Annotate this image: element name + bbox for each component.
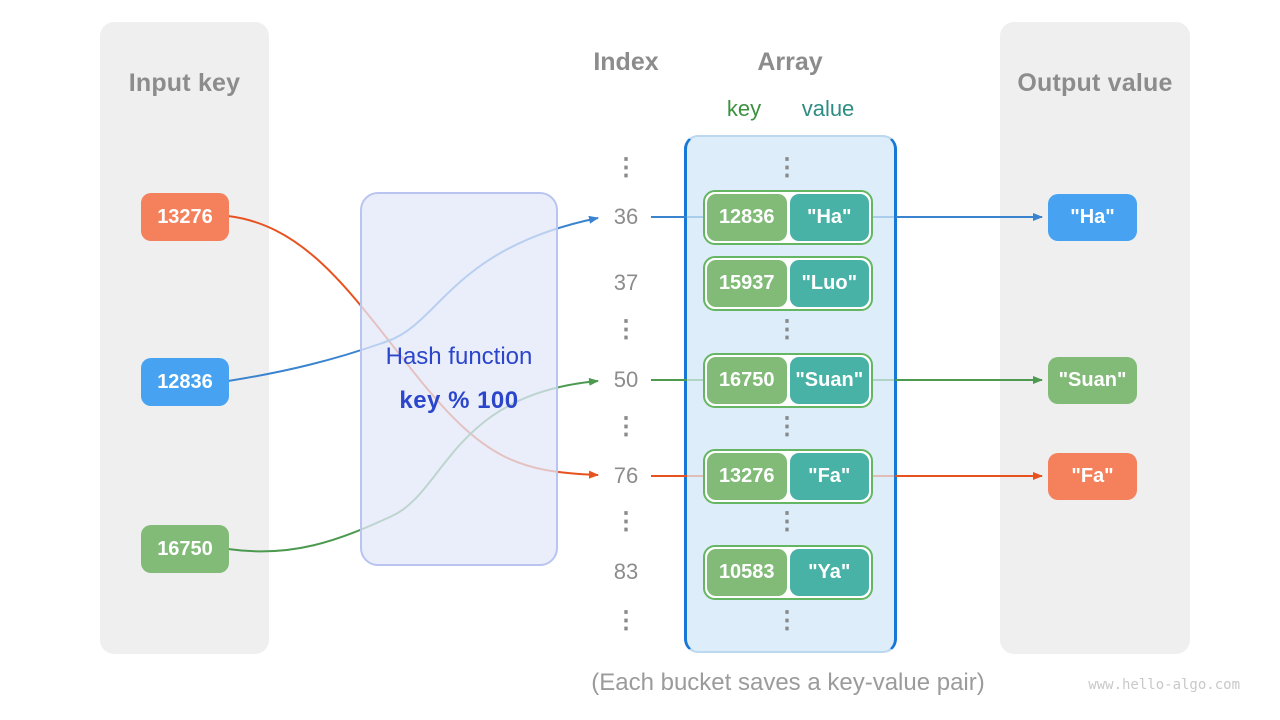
input-key-12836: 12836	[141, 358, 229, 406]
bucket-key: 13276	[707, 453, 787, 500]
array-header: Array	[757, 48, 823, 76]
bucket-value: "Fa"	[789, 453, 869, 500]
input-key-13276: 13276	[141, 193, 229, 241]
index-83: 83	[613, 559, 639, 584]
index-ellipsis: ⋮	[614, 316, 638, 343]
key-column-label: key	[726, 96, 762, 121]
bucket-value: "Luo"	[789, 260, 869, 307]
bucket-key: 16750	[707, 357, 787, 404]
index-ellipsis: ⋮	[614, 413, 638, 440]
output-panel-title: Output value	[1017, 69, 1173, 97]
bucket-37: 15937 "Luo"	[703, 256, 873, 311]
input-key-16750: 16750	[141, 525, 229, 573]
index-ellipsis: ⋮	[614, 508, 638, 535]
value-column-label: value	[801, 96, 855, 121]
watermark: www.hello-algo.com	[1088, 677, 1240, 693]
output-value-fa: "Fa"	[1048, 453, 1137, 500]
bucket-value: "Suan"	[789, 357, 869, 404]
array-ellipsis: ⋮	[775, 154, 799, 181]
index-37: 37	[613, 270, 639, 295]
hash-function-label: Hash function	[385, 343, 533, 370]
array-ellipsis: ⋮	[775, 508, 799, 535]
index-ellipsis: ⋮	[614, 607, 638, 634]
array-ellipsis: ⋮	[775, 316, 799, 343]
output-value-panel: Output value	[1000, 22, 1190, 654]
index-76: 76	[613, 463, 639, 488]
output-value-suan: "Suan"	[1048, 357, 1137, 404]
diagram-caption: (Each bucket saves a key-value pair)	[591, 669, 985, 696]
bucket-36: 12836 "Ha"	[703, 190, 873, 245]
array-ellipsis: ⋮	[775, 413, 799, 440]
hash-function-formula: key % 100	[399, 387, 519, 414]
index-36: 36	[613, 204, 639, 229]
index-header: Index	[593, 48, 659, 76]
bucket-value: "Ha"	[789, 194, 869, 241]
input-panel-title: Input key	[128, 69, 241, 97]
bucket-key: 12836	[707, 194, 787, 241]
bucket-key: 10583	[707, 549, 787, 596]
bucket-key: 15937	[707, 260, 787, 307]
bucket-83: 10583 "Ya"	[703, 545, 873, 600]
bucket-50: 16750 "Suan"	[703, 353, 873, 408]
hash-function-box: Hash function key % 100	[360, 192, 558, 566]
index-50: 50	[613, 367, 639, 392]
index-ellipsis: ⋮	[614, 154, 638, 181]
array-ellipsis: ⋮	[775, 607, 799, 634]
bucket-76: 13276 "Fa"	[703, 449, 873, 504]
bucket-value: "Ya"	[789, 549, 869, 596]
output-value-ha: "Ha"	[1048, 194, 1137, 241]
